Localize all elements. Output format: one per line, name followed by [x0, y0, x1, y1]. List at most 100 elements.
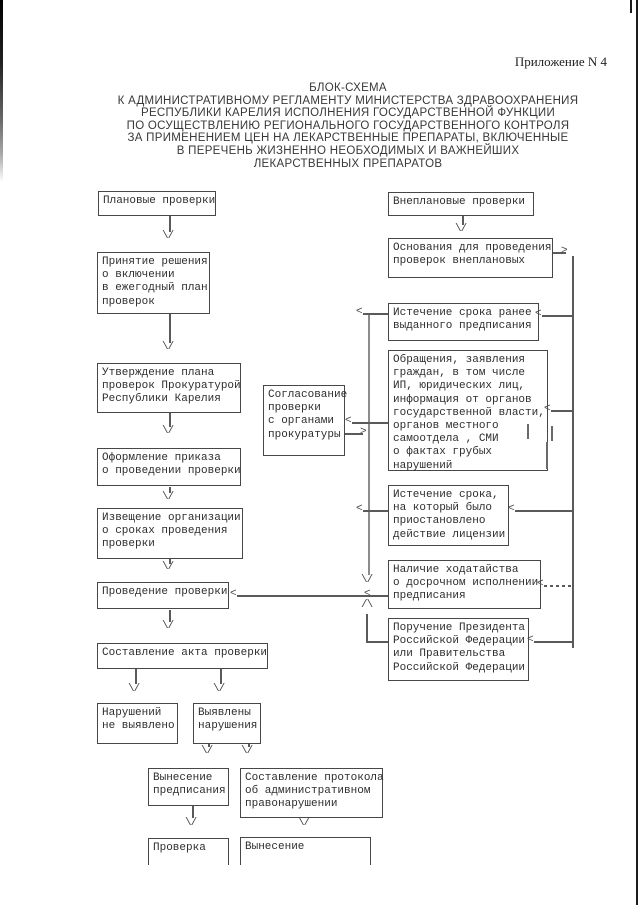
- arrowhead: <: [527, 634, 534, 646]
- connector-line-vertical: [192, 806, 194, 818]
- flow-node-text: Проверка: [153, 842, 206, 854]
- arrowhead: \/: [455, 223, 467, 235]
- connector-line-horizontal: [237, 595, 388, 597]
- arrowhead: \/: [162, 341, 174, 353]
- connector-line-horizontal: [366, 641, 388, 643]
- arrowhead: \/: [185, 817, 197, 829]
- arrowhead: \/: [213, 683, 225, 695]
- appendix-label: Приложение N 4: [514, 54, 607, 69]
- flow-node-text: правонарушении: [245, 798, 338, 811]
- flow-node-text: нарушений: [393, 459, 453, 472]
- flow-node-text: проверок внеплановых: [393, 255, 526, 268]
- flow-node-text: Плановые проверки: [103, 195, 216, 207]
- arrowhead: \/: [162, 561, 174, 573]
- flow-node-text: Поручение Президента: [393, 622, 526, 634]
- arrowhead: <: [364, 588, 371, 600]
- title-line: ЗА ПРИМЕНЕНИЕМ ЦЕН НА ЛЕКАРСТВЕННЫЕ ПРЕП…: [127, 132, 569, 145]
- flow-node-text: Проведение проверки: [102, 586, 228, 598]
- arrowhead: /\: [361, 599, 373, 611]
- scan-mark: [527, 424, 529, 439]
- connector-line-vertical: [462, 216, 464, 225]
- page-border-right-inner: [630, 0, 632, 13]
- arrowhead: \/: [162, 230, 174, 242]
- connector-line-vertical: [169, 610, 171, 622]
- flow-node-text: проверки: [102, 538, 155, 551]
- arrowhead: <: [356, 306, 363, 318]
- flow-node-text: Извещение организации: [102, 512, 241, 524]
- flow-node-text: нарушения: [198, 720, 258, 733]
- connector-line-horizontal: [352, 422, 388, 424]
- flow-node-text: о включении: [102, 269, 175, 282]
- connector-line-horizontal: [363, 313, 388, 315]
- connector-line-vertical: [208, 744, 210, 747]
- flow-node-text: Принятие решения: [102, 256, 208, 268]
- flow-node-text: о досрочном исполнении: [393, 577, 539, 590]
- flow-node-text: государственной власти,: [393, 406, 545, 419]
- arrowhead: <: [345, 415, 352, 427]
- flow-node-text: Наличие ходатайства: [393, 564, 519, 576]
- flow-node-ruling: Вынесение: [240, 837, 371, 865]
- flow-node-text: Российской Федерации: [393, 661, 526, 674]
- flow-node-inspection-act: Составление акта проверки: [97, 643, 268, 669]
- connector-line-vertical: [169, 314, 171, 343]
- arrowhead: \/: [361, 574, 373, 586]
- arrowhead: \/: [162, 491, 174, 503]
- connector-line-horizontal: [544, 585, 572, 587]
- arrowhead: <: [508, 503, 515, 515]
- flow-node-planned-inspections: Плановые проверки: [98, 191, 216, 216]
- flow-node-unplanned-inspections: Внеплановые проверки: [388, 192, 534, 216]
- flow-node-text: приостановлено: [393, 515, 486, 528]
- flow-node-text: не выявлено: [102, 720, 175, 733]
- connector-line-vertical: [572, 256, 574, 648]
- flow-node-text: Утверждение плана: [102, 367, 215, 379]
- flow-node-text: о фактах грубых: [393, 446, 493, 459]
- flow-node-text: Нарушений: [102, 707, 162, 719]
- arrowhead: <: [535, 308, 542, 320]
- flow-node-text: проверки: [268, 402, 321, 415]
- flow-node-text: проверок Прокуратурой: [102, 380, 241, 393]
- flow-node-text: Республики Карелия: [102, 393, 221, 406]
- arrowhead: <: [544, 403, 551, 415]
- flow-node-text: Вынесение: [153, 772, 213, 784]
- flow-node-text: граждан, в том числе: [393, 367, 526, 380]
- flow-node-text: информация от органов: [393, 393, 532, 406]
- title-line: В ПЕРЕЧЕНЬ ЖИЗНЕННО НЕОБХОДИМЫХ И ВАЖНЕЙ…: [176, 144, 520, 157]
- connector-line-vertical: [169, 216, 171, 232]
- flow-node-text: самоотдела , СМИ: [393, 433, 499, 446]
- flow-node-text: об административном: [245, 785, 371, 798]
- flow-node-text: Составление акта проверки: [102, 647, 268, 659]
- arrowhead: <: [537, 578, 544, 590]
- title-line: БЛОК-СХЕМА: [309, 82, 387, 94]
- arrowhead: \/: [162, 425, 174, 437]
- flow-node-text: выданного предписания: [393, 320, 532, 333]
- title-line: ПО ОСУЩЕСТВЛЕНИЮ РЕГИОНАЛЬНОГО ГОСУДАРСТ…: [126, 119, 570, 132]
- flow-node-text: Истечение срока,: [393, 489, 499, 501]
- connector-line-vertical: [169, 559, 171, 564]
- connector-line-horizontal: [363, 510, 388, 512]
- flow-node-text: Обращения, заявления: [393, 354, 526, 366]
- flow-node-text: о сроках проведения: [102, 525, 228, 538]
- arrowhead: >: [561, 245, 568, 257]
- connector-line-vertical: [220, 669, 222, 684]
- flow-node-text: Истечение срока ранее: [393, 307, 532, 319]
- flow-node-text: проверок: [102, 295, 155, 308]
- connector-line-vertical: [169, 413, 171, 427]
- flow-node-text: с органами: [268, 415, 335, 428]
- arrowhead: \/: [128, 683, 140, 695]
- flow-node-text: предписания: [153, 785, 226, 798]
- arrowhead: \/: [298, 817, 310, 829]
- connector-line-horizontal: [345, 433, 363, 435]
- scan-edge-artifact-left: [0, 0, 3, 182]
- flow-node-text: о проведении проверки: [102, 465, 241, 478]
- flow-node-text: Основания для проведения: [393, 242, 552, 254]
